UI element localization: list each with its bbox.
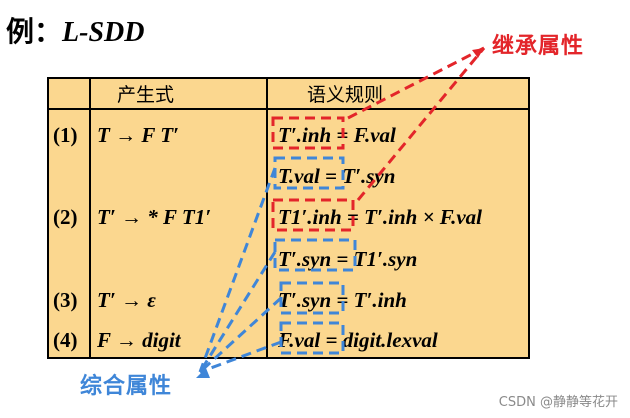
inherited-attribute-label: 继承属性: [492, 34, 585, 59]
synthesized-attribute-label: 综合属性: [80, 374, 173, 399]
title-name: L-SDD: [62, 17, 145, 48]
inherited-box-2: [271, 198, 355, 232]
inherited-arrowhead: [472, 48, 484, 58]
row-3-number: (3): [53, 288, 78, 312]
synthesized-box-1: [273, 156, 345, 190]
grammar-table: 产生式 语义规则 (1) (2) (3) (4) T → F T′ T′ → *…: [47, 77, 530, 359]
row-1-number: (1): [53, 123, 78, 147]
row-3-production: T′ → ε: [97, 288, 156, 312]
synthesized-box-3: [279, 281, 345, 315]
synthesized-box-4: [279, 321, 345, 355]
watermark: CSDN @静静等花开: [498, 395, 618, 410]
synthesized-arrow-1: [198, 167, 277, 373]
inherited-box-1: [271, 116, 345, 150]
rule-4: F.val = digit.lexval: [278, 328, 438, 352]
rule-2a: T1′.inh = T′.inh × F.val: [278, 205, 482, 229]
row-4-production: F → digit: [97, 328, 181, 352]
header-divider: [49, 108, 528, 110]
synthesized-arrow-2: [198, 251, 277, 373]
row-1-production: T → F T′: [97, 123, 179, 147]
inherited-arrow-1: [347, 46, 485, 120]
rule-1b: T.val = T′.syn: [278, 164, 396, 188]
row-2-production: T′ → * F T1′: [97, 205, 212, 229]
header-semantic-rules: 语义规则: [307, 84, 384, 106]
column-divider-num: [89, 79, 91, 357]
synthesized-box-2: [273, 238, 357, 272]
header-production: 产生式: [117, 84, 175, 106]
title-prefix: 例：: [6, 15, 63, 48]
inherited-arrow-2: [356, 47, 486, 201]
rule-2b: T′.syn = T1′.syn: [278, 247, 418, 271]
row-2-number: (2): [53, 205, 78, 229]
rule-1a: T′.inh = F.val: [278, 123, 396, 147]
synthesized-arrow-3: [198, 296, 283, 374]
synthesized-arrowhead: [196, 368, 210, 378]
page-title: 例：L-SDD: [6, 10, 144, 50]
column-divider-rules: [266, 79, 268, 357]
synthesized-arrow-4: [199, 340, 282, 374]
row-4-number: (4): [53, 328, 78, 352]
